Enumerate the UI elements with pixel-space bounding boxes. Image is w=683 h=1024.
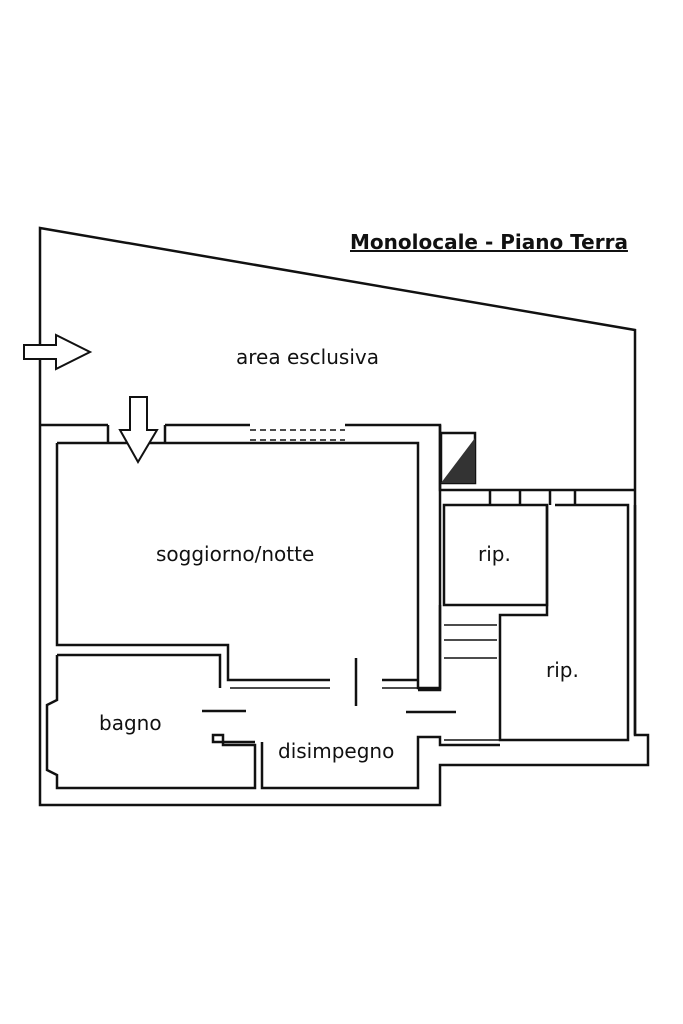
plan-title: Monolocale - Piano Terra	[350, 230, 628, 254]
room-label-storage-2: rip.	[546, 658, 579, 682]
entry-arrow-right-icon	[23, 333, 93, 371]
window	[250, 429, 345, 441]
room-label-outdoor: area esclusiva	[236, 345, 379, 369]
entry-arrow-down-icon	[118, 396, 159, 464]
room-label-hallway: disimpegno	[278, 739, 394, 763]
bathroom-walls	[45, 653, 257, 790]
room-label-living: soggiorno/notte	[156, 542, 314, 566]
shaft-fill-icon	[441, 438, 475, 483]
hallway-walls	[260, 735, 500, 790]
room-label-storage-1: rip.	[478, 542, 511, 566]
storage-walls	[418, 490, 577, 692]
storage-room-2-walls	[498, 503, 630, 742]
steps	[444, 624, 500, 741]
room-label-bathroom: bagno	[99, 711, 162, 735]
